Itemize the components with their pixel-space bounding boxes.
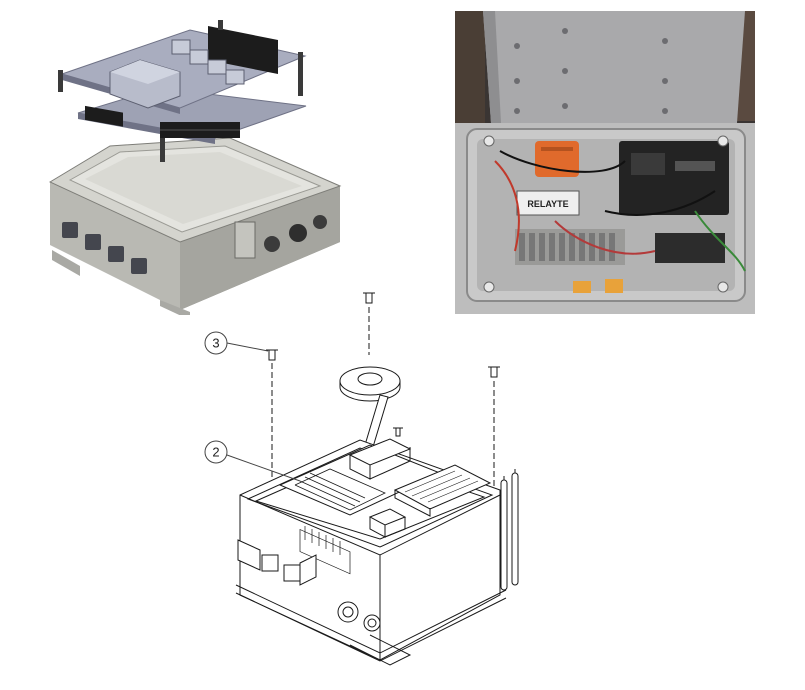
callout-2: 2 [204,440,301,482]
gps-antenna [339,366,401,448]
control-board [619,141,729,263]
assembly-line-drawing: 3 2 [200,285,540,685]
right-screw [488,366,500,495]
open-lid [483,11,745,123]
cellular-antennas [500,469,519,591]
upper-mounting-plate [60,26,307,114]
top-screw [363,292,375,355]
assembled-unit-photo: RELAYTE [455,11,755,314]
relay-module: RELAYTE [516,190,580,216]
cable-gland-row [62,222,147,274]
callout-3: 3 [204,331,269,355]
wiring [494,150,746,272]
assembly-drawing-svg: 3 2 [204,292,519,666]
left-screw [266,349,278,485]
standoff-posts [58,20,303,162]
photo-illustration: RELAYTE [455,11,755,314]
center-screw [393,427,403,437]
callout-3-label: 3 [212,336,219,351]
relay-module-label: RELAYTE [527,199,568,209]
enclosure-base [48,137,342,315]
terminal-block-strip [515,229,625,265]
callout-2-label: 2 [212,445,219,460]
internal-board [278,438,492,575]
exploded-cad-svg [48,20,342,315]
side-connectors [261,554,381,632]
exploded-cad-render [40,10,350,315]
